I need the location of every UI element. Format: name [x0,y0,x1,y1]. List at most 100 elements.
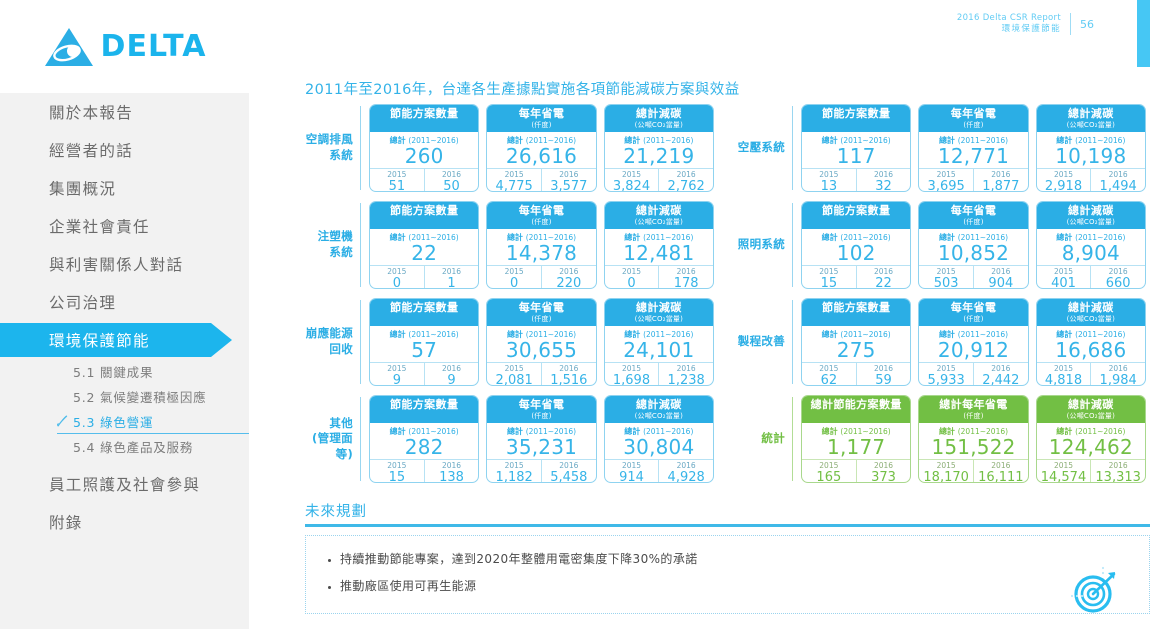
metric-unit: (公噸CO₂當量) [1066,217,1116,226]
metric-year-value: 18,170 [923,469,969,483]
sidebar-item-label: 集團概況 [49,180,117,198]
sidebar-nav: 關於本報告 經營者的話 集團概況 企業社會責任 與利害關係人對話 公司治理 環境… [0,93,249,541]
metric-title: 總計減碳 [636,107,682,120]
metric-title: 每年省電 [518,398,565,411]
metric-total-value: 260 [404,143,444,168]
metric-total-value: 10,198 [1055,143,1127,168]
metric-unit: (仟度) [963,411,984,420]
sidebar-item-management-message[interactable]: 經營者的話 [0,131,249,169]
metric-card-header: 總計減碳(公噸CO₂當量) [1036,202,1145,229]
metric-year-value: 16,111 [978,469,1024,483]
metric-title: 每年省電 [518,204,565,217]
sidebar-item-about-report[interactable]: 關於本報告 [0,93,249,131]
metric-title: 每年省電 [950,301,997,314]
metric-total-value: 35,231 [505,434,578,459]
metric-total-block: 總計 (2011~2016)102 [802,229,911,266]
sidebar-subitem-5-2[interactable]: 5.2 氣候變遷積極因應 [0,384,249,409]
metric-year-value: 2,762 [667,178,705,192]
brand-logo[interactable]: DELTA [0,0,249,93]
metric-unit [802,412,910,420]
metric-total-value: 24,101 [623,337,695,362]
page-number: 56 [1080,17,1094,31]
metric-total-block: 總計 (2011~2016)1,177 [802,423,911,460]
metric-title: 每年省電 [950,107,997,120]
metric-year-value: 1,494 [1099,178,1137,192]
metric-year-value: 914 [619,469,644,483]
metric-year-value: 0 [392,275,401,289]
metric-year-value: 178 [673,275,699,289]
sidebar-subitem-5-4[interactable]: 5.4 綠色產品及服務 [0,434,249,459]
metric-unit: (仟度) [531,120,552,129]
sidebar-item-stakeholder-dialogue[interactable]: 與利害關係人對話 [0,245,249,283]
row-label: 崩應能源回收 [305,326,353,356]
metric-total-block: 總計 (2011~2016)22 [370,229,479,266]
metric-year-value: 5,933 [927,372,965,386]
metric-title: 每年省電 [518,301,565,314]
metric-year-label: 2016 [991,460,1011,470]
metric-card-header: 總計減碳(公噸CO₂當量) [604,396,713,423]
sidebar-item-group-overview[interactable]: 集團概況 [0,169,249,207]
metric-total-value: 14,378 [505,240,578,265]
metric-title: 總計節能方案數量 [810,398,902,411]
metric-year-label: 2016 [991,169,1011,179]
metric-unit: (仟度) [963,314,984,323]
metric-total-value: 151,522 [931,434,1016,459]
metric-total-block: 總計 (2011~2016)35,231 [487,423,596,460]
sidebar-item-employee-society[interactable]: 員工照護及社會參與 [0,465,249,503]
sidebar-item-appendix[interactable]: 附錄 [0,503,249,541]
sidebar-subitem-label: 5.2 氣候變遷積極因應 [73,390,207,405]
active-underline [57,433,249,434]
metric-title: 總計減碳 [1068,204,1114,217]
row-label: 照明系統 [737,237,785,252]
metric-total-value: 12,771 [937,143,1010,168]
metric-year-label: 2016 [559,363,579,373]
metric-total-block: 總計 (2011~2016)10,198 [1036,132,1145,169]
metric-year-value: 165 [816,469,842,483]
metric-total-value: 16,686 [1055,337,1127,362]
page-title: 2011年至2016年，台達各生產據點實施各項節能減碳方案與效益 [305,82,740,98]
delta-triangle-icon [44,27,93,66]
row-divider [360,397,361,481]
metric-year-value: 138 [439,469,464,483]
sidebar-item-csr[interactable]: 企業社會責任 [0,207,249,245]
metric-year-value: 9 [447,372,456,386]
row-divider [360,106,361,190]
metric-card-header: 每年省電(仟度) [487,105,596,132]
sidebar-subitem-5-3[interactable]: 5.3 綠色營運 [0,409,249,434]
sidebar-item-label: 附錄 [49,514,83,532]
metric-card-header: 總計減碳(公噸CO₂當量) [604,299,713,326]
metric-card-header: 節能方案數量 [802,299,911,326]
sidebar-subitem-5-1[interactable]: 5.1 關鍵成果 [0,359,249,384]
metric-total-label: 總計 (2011~2016) [1056,135,1126,145]
metric-year-label: 2015 [1053,460,1074,470]
sidebar-item-label: 員工照護及社會參與 [49,476,201,494]
sidebar-item-governance[interactable]: 公司治理 [0,283,249,321]
metric-year-value: 62 [820,372,838,386]
metric-total-value: 20,912 [937,337,1010,362]
metric-year-value: 2,081 [495,372,533,386]
metric-total-value: 21,219 [623,143,695,168]
sidebar-item-environment[interactable]: 環境保護節能 [0,321,249,359]
row-label: 製程改善 [737,334,785,349]
metric-year-label: 2015 [936,266,956,276]
metric-year-label: 2016 [559,460,579,470]
